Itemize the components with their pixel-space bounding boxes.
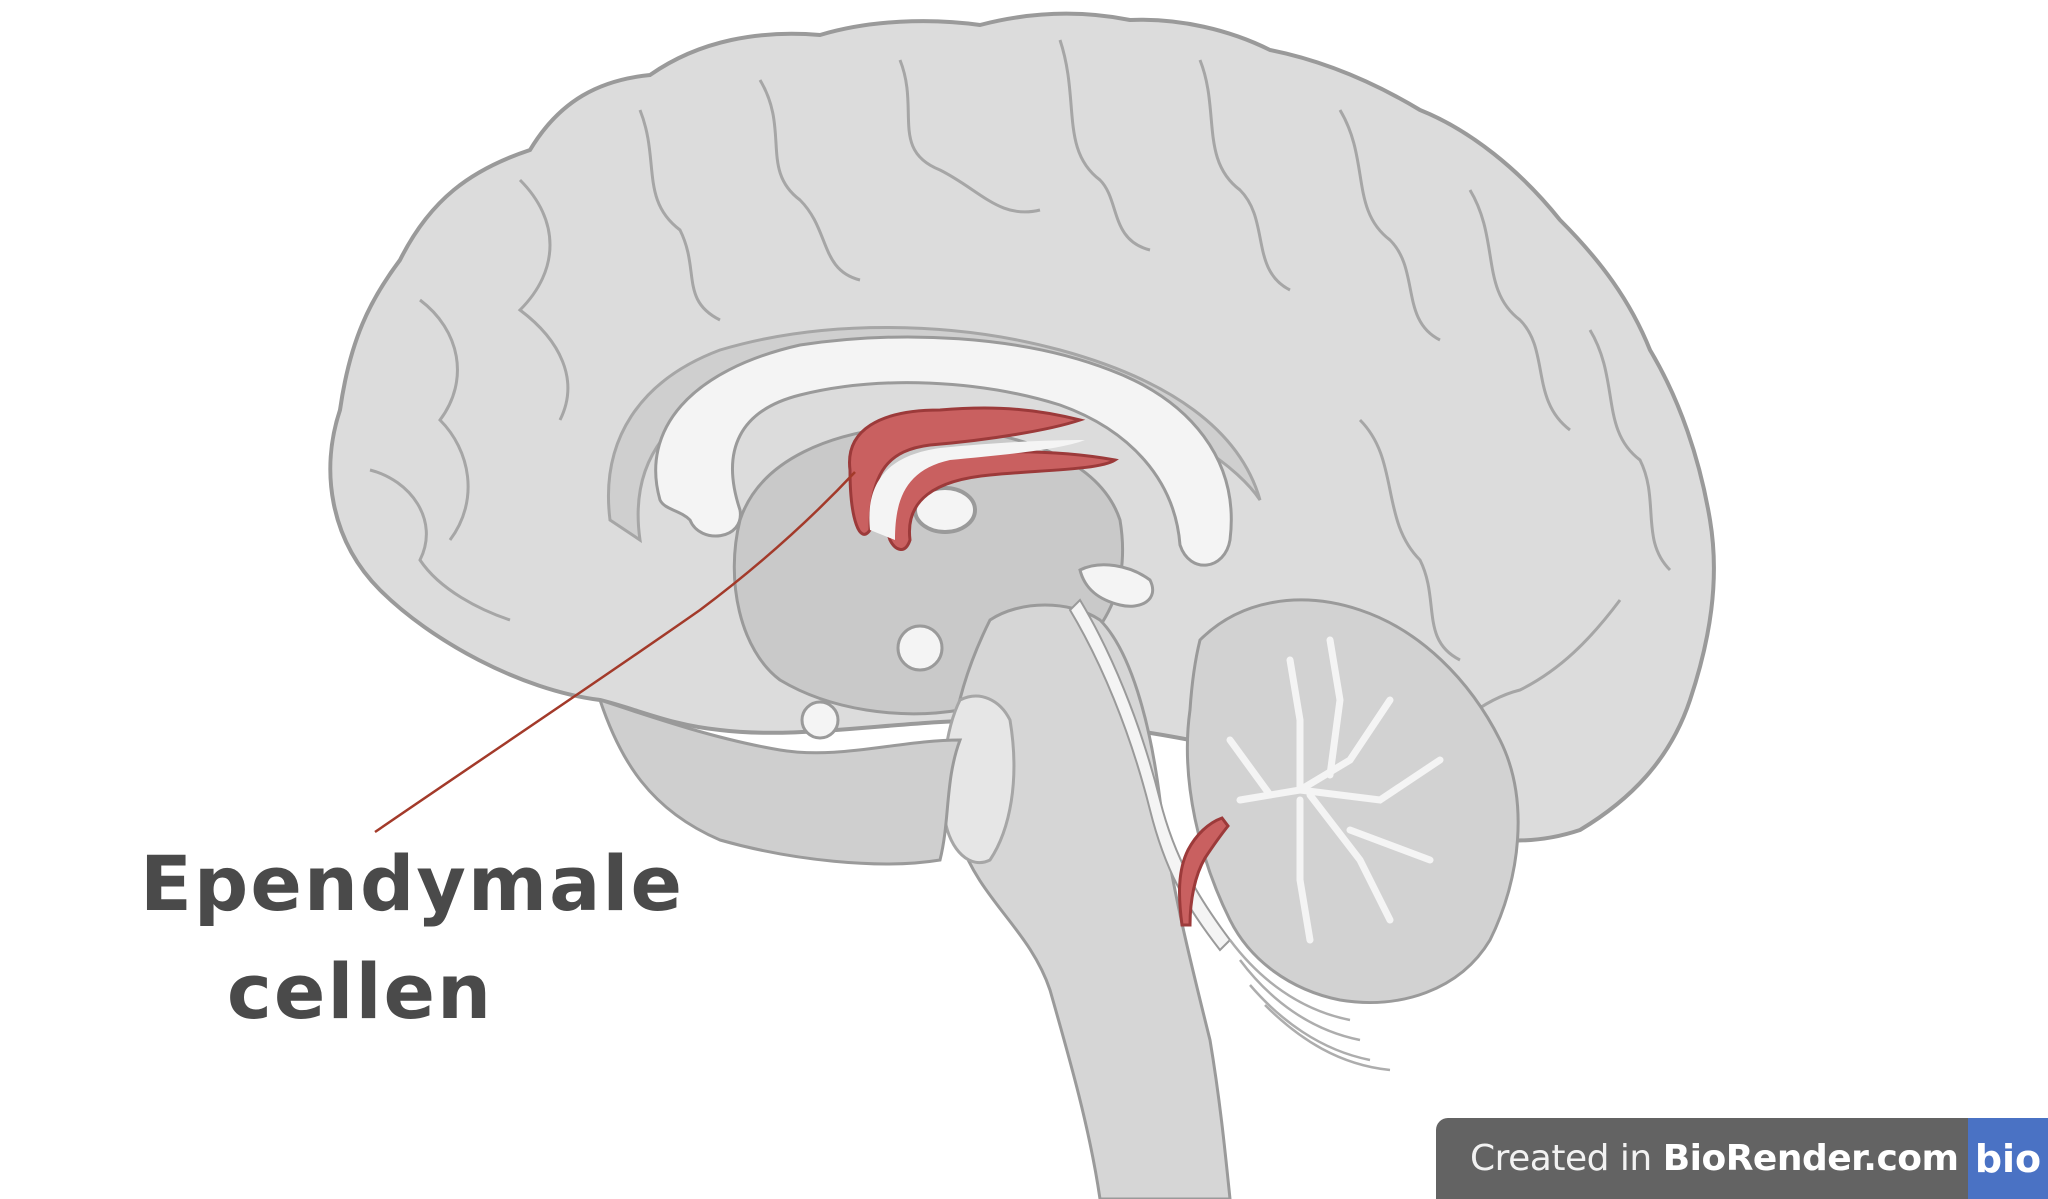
aqueduct-channel	[1068, 598, 1232, 952]
mammillary-body	[896, 624, 944, 672]
temporal-lobe	[597, 697, 963, 866]
label-line-1: Ependymale	[140, 839, 684, 928]
arbor-vitae	[1226, 636, 1444, 944]
watermark-brand: BioRender.com	[1662, 1138, 1959, 1179]
watermark-text: Created in BioRender.com	[1436, 1138, 1959, 1179]
cerebellar-folia	[1229, 939, 1391, 1072]
leader-line	[374, 471, 856, 834]
biorender-watermark[interactable]: Created in BioRender.com bio	[1436, 1118, 2048, 1199]
corpus-callosum	[654, 335, 1233, 567]
lateral-ventricle-ependyma-upper	[848, 406, 1086, 536]
cerebellum	[1185, 598, 1520, 1004]
ependymal-cells-label: Ependymale cellen	[140, 830, 684, 1046]
label-line-2: cellen	[226, 947, 494, 1036]
pituitary	[800, 700, 840, 740]
fourth-ventricle-ependyma	[1178, 816, 1230, 927]
biorender-logo-icon: bio	[1968, 1118, 2048, 1199]
pineal-recess	[1078, 563, 1155, 608]
watermark-prefix: Created in	[1470, 1138, 1663, 1179]
lateral-ventricle-lumen	[869, 440, 1085, 540]
